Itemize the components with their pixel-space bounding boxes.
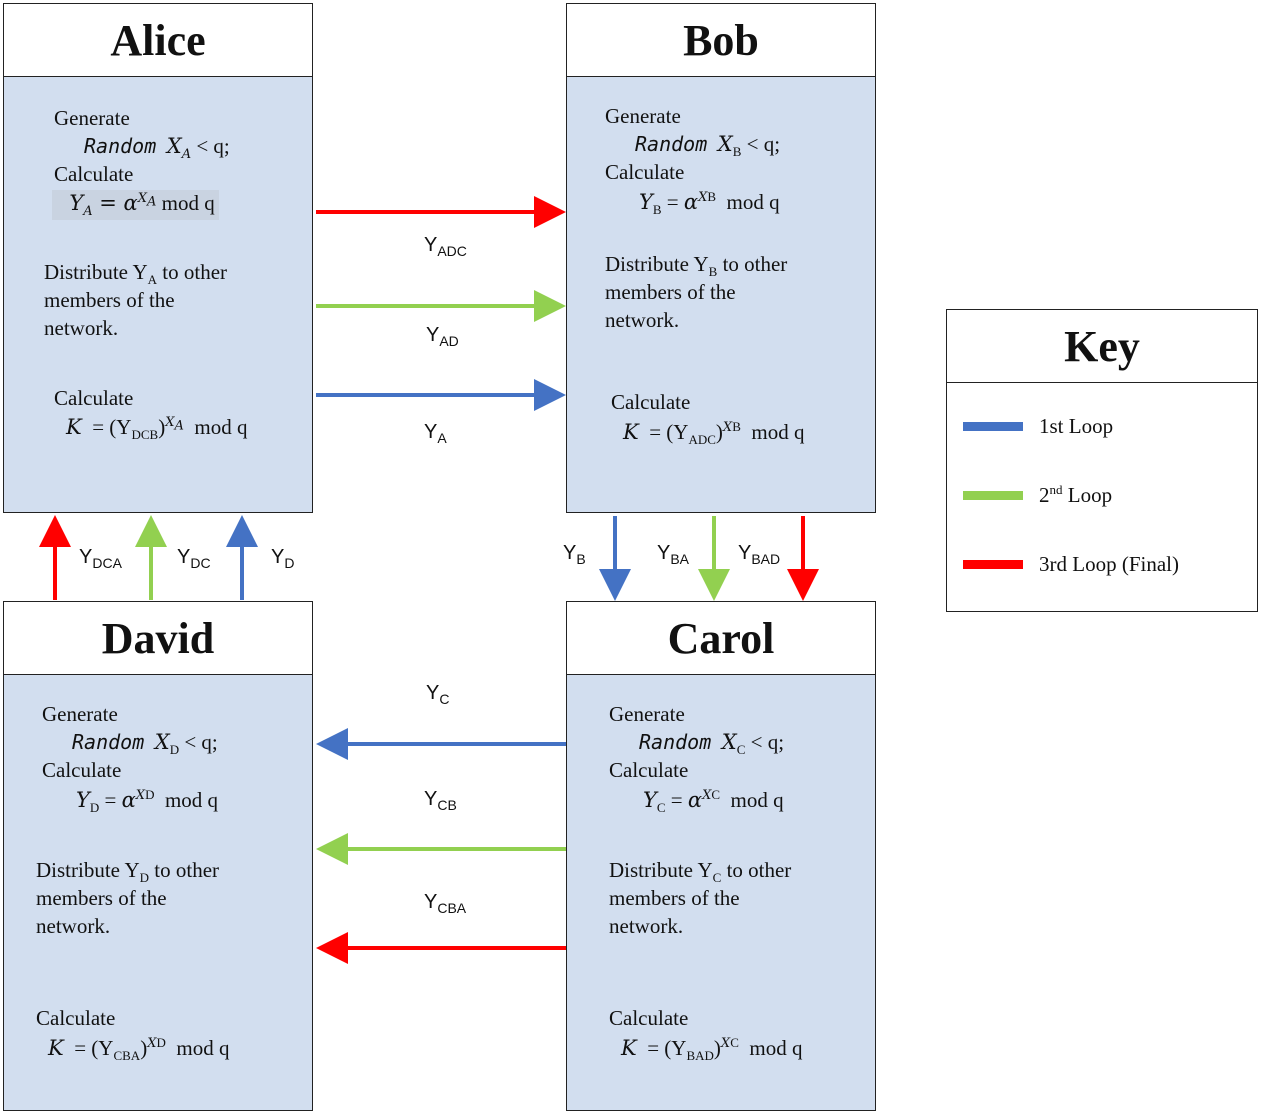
- label-c-d-blue: YC: [426, 682, 450, 707]
- bob-members: members of the: [605, 280, 736, 304]
- carol-network: network.: [609, 914, 684, 938]
- carol-title: Carol: [567, 602, 875, 675]
- key-item-1st-loop: 1st Loop: [963, 414, 1113, 439]
- carol-members: members of the: [609, 886, 740, 910]
- alice-network: network.: [44, 316, 119, 340]
- carol-box: Carol Generate Random XC < q; Calculate …: [566, 601, 876, 1111]
- bob-box: Bob Generate Random XB < q; Calculate YB…: [566, 3, 876, 513]
- bob-calculate: Calculate: [605, 160, 685, 184]
- label-b-c-blue: YB: [563, 542, 586, 567]
- bob-title: Bob: [567, 4, 875, 77]
- alice-distribute: Distribute YA to other: [44, 260, 228, 288]
- carol-random-line: Random XC < q;: [639, 730, 785, 758]
- david-members: members of the: [36, 886, 167, 910]
- david-k-formula: K = (YCBA)XD mod q: [48, 1035, 230, 1064]
- alice-box: Alice Generate Random XA < q; Calculate …: [3, 3, 313, 513]
- alice-k-formula: K = (YDCB)XA mod q: [66, 415, 248, 443]
- carol-generate: Generate: [609, 702, 685, 726]
- alice-y-formula: YA = αXA mod q: [52, 190, 219, 221]
- bob-k-formula: K = (YADC)XB mod q: [623, 419, 805, 448]
- bob-generate: Generate: [605, 104, 681, 128]
- bob-random-line: Random XB < q;: [635, 132, 781, 160]
- david-y-formula: YD = αXD mod q: [76, 787, 219, 816]
- alice-members: members of the: [44, 288, 175, 312]
- label-d-a-blue: YD: [271, 546, 295, 571]
- key-legend: Key 1st Loop 2nd Loop 3rd Loop (Final): [946, 309, 1258, 612]
- bob-network: network.: [605, 308, 680, 332]
- label-c-d-green: YCB: [424, 788, 457, 813]
- david-random-line: Random XD < q;: [72, 730, 218, 758]
- alice-title: Alice: [4, 4, 312, 77]
- key-item-2nd-loop: 2nd Loop: [963, 482, 1112, 508]
- carol-calculate: Calculate: [609, 758, 689, 782]
- bob-calculate-2: Calculate: [611, 390, 691, 414]
- label-b-c-red: YBAD: [738, 542, 781, 567]
- key-item-3rd-loop: 3rd Loop (Final): [963, 552, 1179, 577]
- carol-distribute: Distribute YC to other: [609, 858, 792, 886]
- david-calculate-2: Calculate: [36, 1006, 116, 1030]
- david-box: David Generate Random XD < q; Calculate …: [3, 601, 313, 1111]
- alice-calculate-2: Calculate: [54, 386, 134, 410]
- alice-random-line: Random XA < q;: [84, 134, 230, 163]
- david-generate: Generate: [42, 702, 118, 726]
- label-a-b-red: YADC: [424, 234, 467, 259]
- label-a-b-green: YAD: [426, 324, 459, 349]
- key-swatch-blue: [963, 422, 1023, 431]
- carol-k-formula: K = (YBAD)XC mod q: [621, 1035, 803, 1064]
- key-swatch-red: [963, 560, 1023, 569]
- bob-distribute: Distribute YB to other: [605, 252, 788, 280]
- label-d-a-red: YDCA: [79, 546, 122, 571]
- david-calculate: Calculate: [42, 758, 122, 782]
- alice-generate: Generate: [54, 106, 130, 130]
- carol-calculate-2: Calculate: [609, 1006, 689, 1030]
- alice-calculate: Calculate: [54, 162, 134, 186]
- david-network: network.: [36, 914, 111, 938]
- key-title: Key: [947, 310, 1257, 383]
- label-d-a-green: YDC: [177, 546, 211, 571]
- label-a-b-blue: YA: [424, 421, 447, 446]
- carol-y-formula: YC = αXC mod q: [643, 787, 784, 816]
- david-title: David: [4, 602, 312, 675]
- david-distribute: Distribute YD to other: [36, 858, 220, 886]
- bob-y-formula: YB = αXB mod q: [639, 189, 780, 218]
- label-b-c-green: YBA: [657, 542, 690, 567]
- key-swatch-green: [963, 490, 1023, 500]
- label-c-d-red: YCBA: [424, 891, 467, 916]
